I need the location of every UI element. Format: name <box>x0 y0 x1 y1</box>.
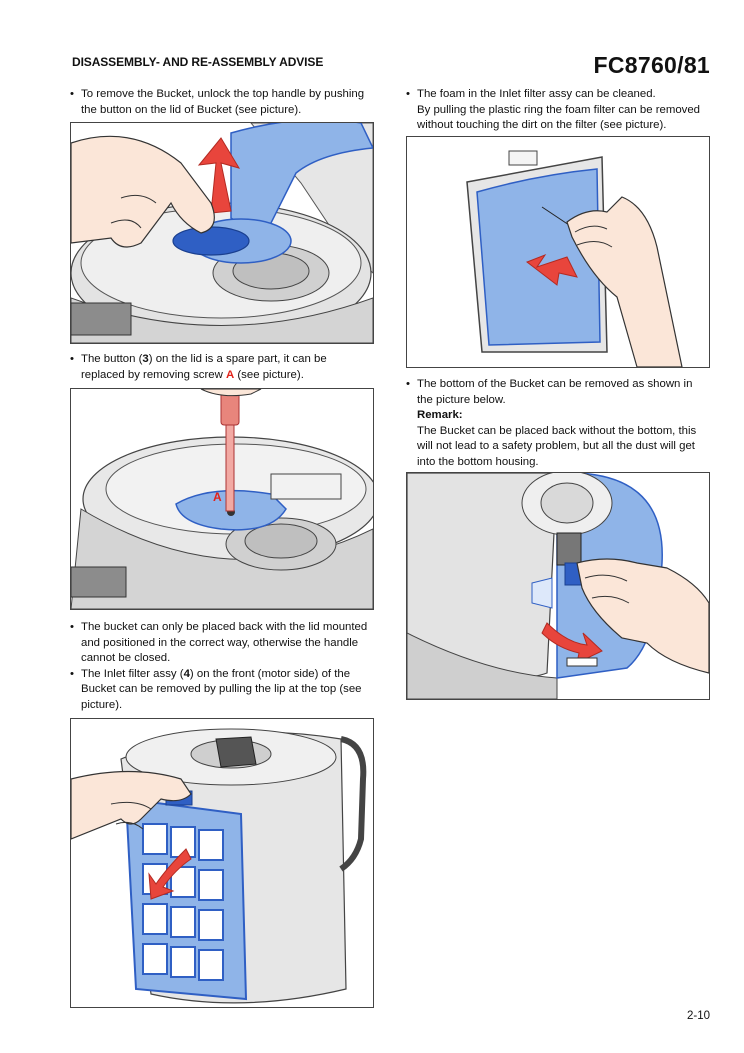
text-line: the picture below. <box>417 393 506 406</box>
text-line: By pulling the plastic ring the foam fil… <box>417 103 701 116</box>
section-title: DISASSEMBLY- AND RE-ASSEMBLY ADVISE <box>72 55 324 69</box>
instruction-inlet-filter: The Inlet filter assy (4) on the front (… <box>70 667 372 714</box>
figure-spare-button: A <box>70 388 374 610</box>
figure-foam-filter <box>406 136 710 368</box>
text-line: picture). <box>81 698 123 711</box>
lid-screw-illustration: A <box>71 389 373 609</box>
figure-inlet-filter <box>70 718 374 1008</box>
figure-bucket-bottom <box>406 472 710 700</box>
text-line: Bucket can be removed by pulling the lip… <box>81 683 362 696</box>
text-line: cannot be closed. <box>81 652 171 665</box>
screw-callout-a: A <box>213 490 222 504</box>
model-number: FC8760/81 <box>593 52 710 78</box>
text-line: The Bucket can be placed back without th… <box>417 424 697 437</box>
text-run: ) on the lid is a spare part, it can be <box>148 353 327 365</box>
instruction-clean-foam: The foam in the Inlet filter assy can be… <box>406 87 708 134</box>
text-line: The button (3) on the lid is a spare par… <box>81 352 372 368</box>
text-run: replaced by removing screw <box>81 368 226 381</box>
bucket-lid-illustration <box>71 123 373 343</box>
text-line: and positioned in the correct way, other… <box>81 636 359 649</box>
instruction-remove-bottom: The bottom of the Bucket can be removed … <box>406 377 708 471</box>
text-line: without touching the dirt on the filter … <box>417 119 667 132</box>
instruction-spare-button: The button (3) on the lid is a spare par… <box>70 352 372 383</box>
text-line: The Inlet filter assy (4) on the front (… <box>81 667 372 683</box>
remark-label: Remark: <box>417 409 463 422</box>
text-run: The button ( <box>81 353 143 365</box>
part-number: 4 <box>183 667 190 680</box>
text-run: ) on the front (motor side) of the <box>189 667 351 680</box>
text-line: will not lead to a safety problem, but a… <box>417 440 695 453</box>
text-line: the button on the lid of Bucket (see pic… <box>81 103 302 116</box>
foam-filter-illustration <box>407 137 709 367</box>
text-run: The Inlet filter assy ( <box>81 667 184 680</box>
page-number: 2-10 <box>686 1010 710 1022</box>
screw-label: A <box>225 368 235 381</box>
text-run: (see picture). <box>234 368 304 381</box>
bucket-bottom-illustration <box>407 473 709 699</box>
instruction-lid-position: The bucket can only be placed back with … <box>70 620 372 714</box>
figure-unlock-handle <box>70 122 374 344</box>
instruction-remove-bucket: To remove the Bucket, unlock the top han… <box>70 87 372 118</box>
inlet-filter-illustration <box>71 719 373 1007</box>
part-number: 3 <box>142 353 149 365</box>
text-line: To remove the Bucket, unlock the top han… <box>81 88 365 100</box>
text-line: replaced by removing screw A (see pictur… <box>81 368 372 384</box>
text-line: The foam in the Inlet filter assy can be… <box>417 88 656 100</box>
text-line: into the bottom housing. <box>417 455 539 468</box>
text-line: The bottom of the Bucket can be removed … <box>417 378 693 390</box>
text-line: The bucket can only be placed back with … <box>81 621 368 633</box>
